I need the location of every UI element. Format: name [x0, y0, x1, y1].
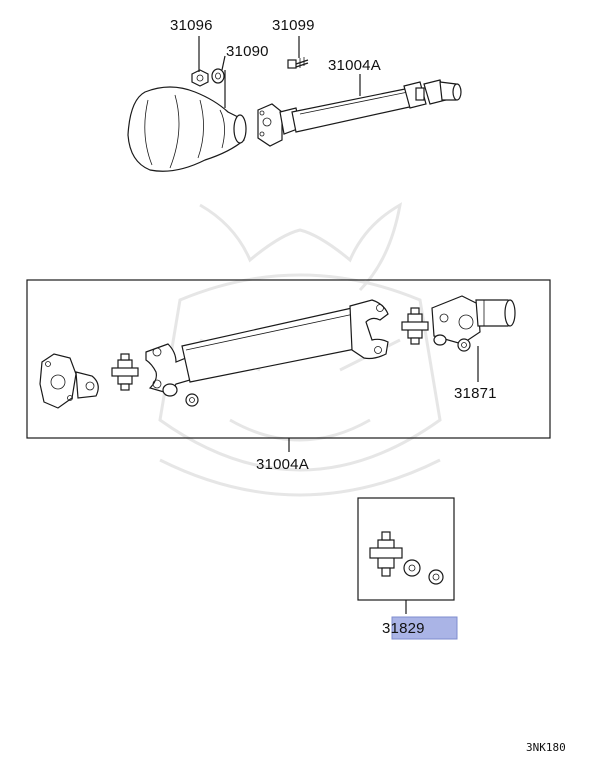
label-31096: 31096 — [170, 17, 213, 34]
diagram-code: 3NK180 — [526, 741, 566, 754]
washer-31090-icon — [211, 68, 225, 84]
slip-yoke-31871-icon — [431, 295, 516, 345]
spider-kit-box — [357, 497, 455, 614]
label-31829[interactable]: 31829 — [382, 620, 425, 637]
companion-flange-icon — [39, 353, 99, 409]
label-31099: 31099 — [272, 17, 315, 34]
spider-left-icon — [111, 353, 139, 391]
label-31004a-top: 31004A — [328, 57, 381, 74]
label-31871: 31871 — [454, 385, 497, 402]
label-31090: 31090 — [226, 43, 269, 60]
middle-assembly-box — [26, 279, 551, 452]
rear-ujoint-top-icon — [403, 79, 462, 109]
part-highlight-31829[interactable] — [391, 616, 458, 640]
bearing-cup-left-icon — [162, 383, 199, 407]
front-flange-icon — [257, 103, 283, 147]
bolt-31099-icon — [287, 57, 309, 69]
boot-housing — [127, 86, 245, 172]
spider-right-icon — [401, 307, 429, 345]
top-assembly — [127, 36, 462, 172]
nut-31096-icon — [191, 69, 209, 87]
label-31004a-mid: 31004A — [256, 456, 309, 473]
universal-joint-spider-kit-icon — [369, 531, 444, 585]
